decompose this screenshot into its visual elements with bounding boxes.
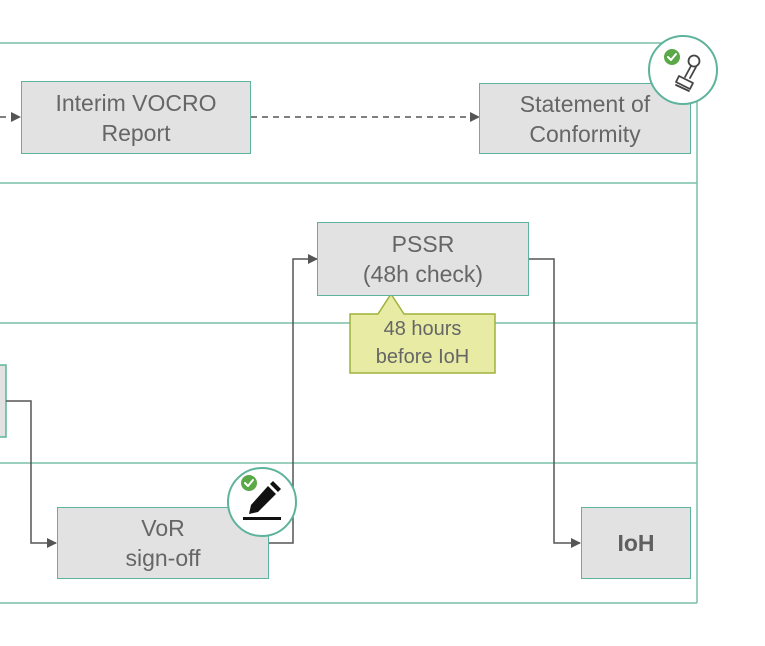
signature-check-icon — [241, 475, 257, 491]
callout-line2: before IoH — [375, 346, 470, 368]
ioh-label: IoH — [617, 530, 655, 556]
pssr-box: PSSR (48h check) — [317, 222, 529, 296]
vor-label-line2: sign-off — [125, 545, 201, 571]
cropped-process-box — [0, 364, 7, 438]
green-check-icon — [664, 49, 680, 65]
interim-label-line1: Interim VOCRO — [55, 89, 217, 116]
pssr-label-line2: (48h check) — [362, 261, 484, 287]
pssr-label-line1: PSSR — [391, 231, 455, 257]
statement-label-line2: Conformity — [529, 120, 641, 147]
interim-vocro-report-box: Interim VOCRO Report — [21, 81, 251, 154]
statement-label-line1: Statement of — [519, 90, 651, 117]
swimlane-grid — [0, 42, 698, 604]
vor-label-line1: VoR — [141, 515, 185, 541]
callout-line1: 48 hours — [383, 318, 462, 340]
vor-to-pssr-arrow — [269, 254, 318, 544]
pssr-to-ioh-arrow — [528, 258, 581, 548]
callout-48-hours: 48 hours before IoH — [350, 313, 495, 373]
cropped-to-vor-arrow — [6, 400, 57, 548]
ioh-box: IoH — [581, 507, 691, 579]
statement-of-conformity-box: Statement of Conformity — [479, 83, 691, 154]
callout-bubble — [349, 292, 496, 374]
approval-stamp-icon — [648, 35, 718, 105]
interim-label-line2: Report — [101, 119, 171, 146]
connectors — [0, 112, 581, 548]
pen-signature-icon — [227, 467, 297, 537]
